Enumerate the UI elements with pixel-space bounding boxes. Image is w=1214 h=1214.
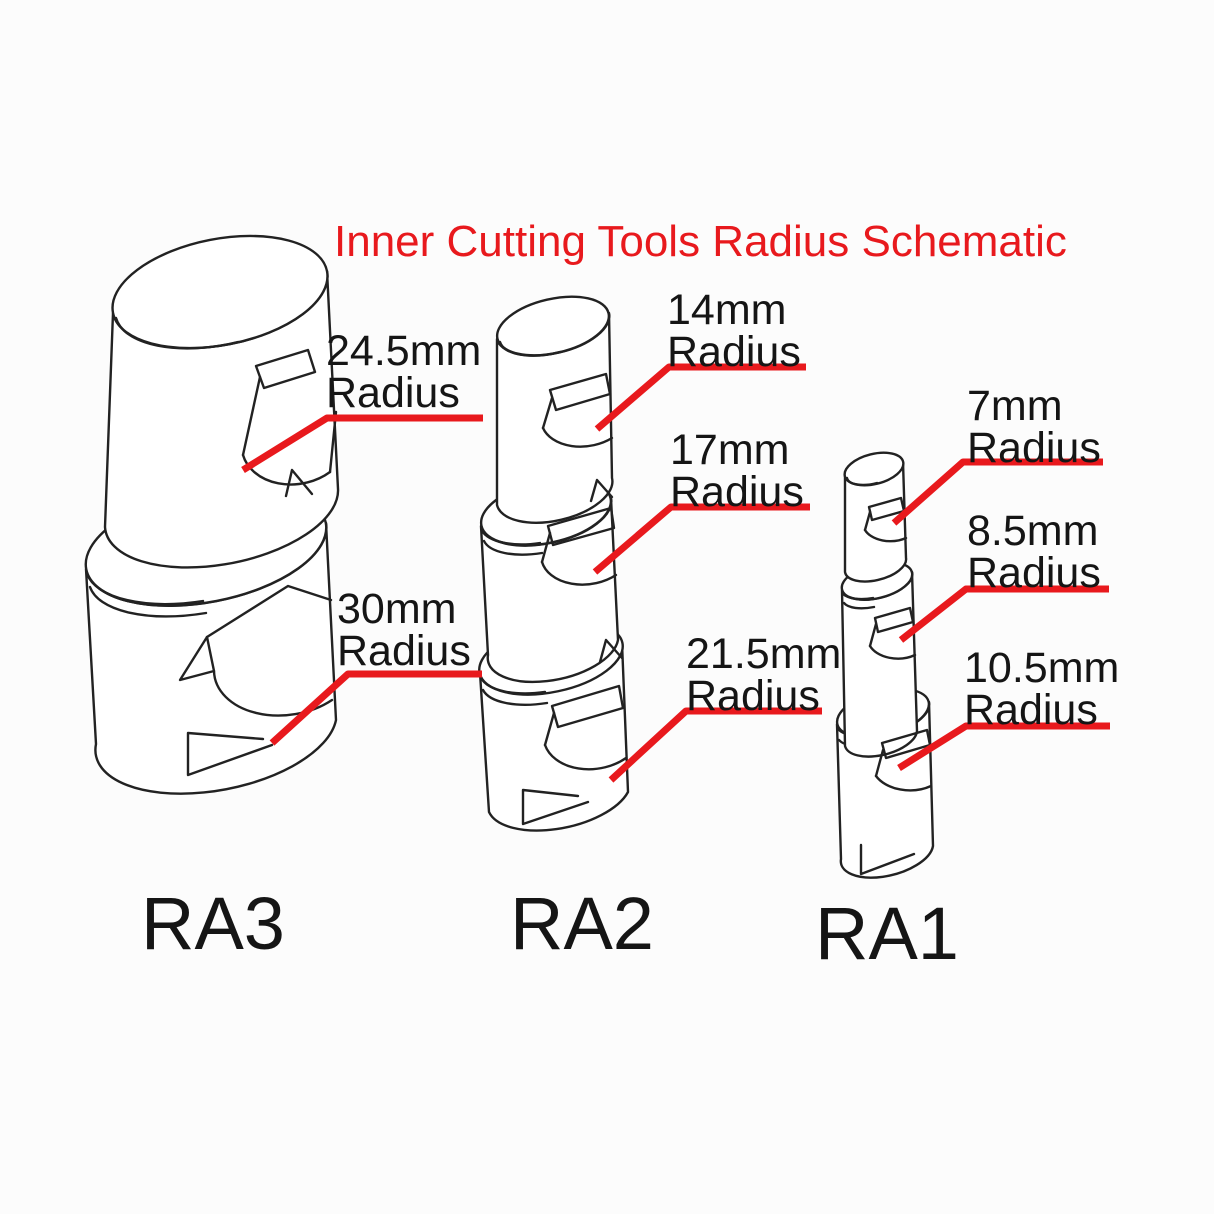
leader-line-14mm	[594, 363, 806, 432]
callout-caption: Radius	[667, 327, 801, 376]
tool-drawing-ra3	[84, 234, 340, 795]
tool-label-ra2: RA2	[510, 882, 654, 965]
callout-caption: Radius	[670, 467, 804, 516]
callout-size: 21.5mm	[686, 630, 842, 678]
callout-size: 14mm	[667, 286, 787, 334]
callout-17mm-radius: 17mm Radius	[670, 426, 804, 516]
tool-drawing-ra1	[835, 451, 935, 879]
callout-14mm-radius: 14mm Radius	[667, 286, 801, 376]
tool-label-ra1: RA1	[815, 892, 959, 975]
callout-caption: Radius	[967, 423, 1101, 472]
leader-line-17mm	[592, 503, 810, 575]
callout-caption: Radius	[686, 671, 820, 720]
callout-size: 17mm	[670, 426, 790, 474]
callout-8-5mm-radius: 8.5mm Radius	[967, 507, 1101, 597]
callout-24-5mm-radius: 24.5mm Radius	[326, 327, 482, 417]
tool-label-ra3: RA3	[141, 882, 285, 965]
leader-lines	[241, 363, 1110, 783]
callout-size: 10.5mm	[964, 644, 1120, 692]
callout-size: 30mm	[337, 585, 457, 633]
callout-caption: Radius	[337, 626, 471, 675]
callout-caption: Radius	[326, 368, 460, 417]
callout-size: 24.5mm	[326, 327, 482, 375]
leader-line-21-5mm	[608, 707, 822, 783]
callout-caption: Radius	[964, 685, 1098, 734]
callout-7mm-radius: 7mm Radius	[967, 382, 1101, 472]
page-title: Inner Cutting Tools Radius Schematic	[334, 217, 1067, 266]
leader-line-7mm	[891, 458, 1103, 526]
leader-line-30mm	[269, 670, 482, 746]
leader-line-8-5mm	[898, 585, 1109, 643]
leader-line-10-5mm	[897, 722, 1110, 771]
callout-size: 8.5mm	[967, 507, 1099, 555]
callout-10-5mm-radius: 10.5mm Radius	[964, 644, 1120, 734]
callout-30mm-radius: 30mm Radius	[337, 585, 471, 675]
callout-size: 7mm	[967, 382, 1063, 430]
leader-line-24-5mm	[241, 414, 483, 473]
callout-caption: Radius	[967, 548, 1101, 597]
callout-21-5mm-radius: 21.5mm Radius	[686, 630, 842, 720]
tool-drawing-ra2	[478, 295, 630, 832]
